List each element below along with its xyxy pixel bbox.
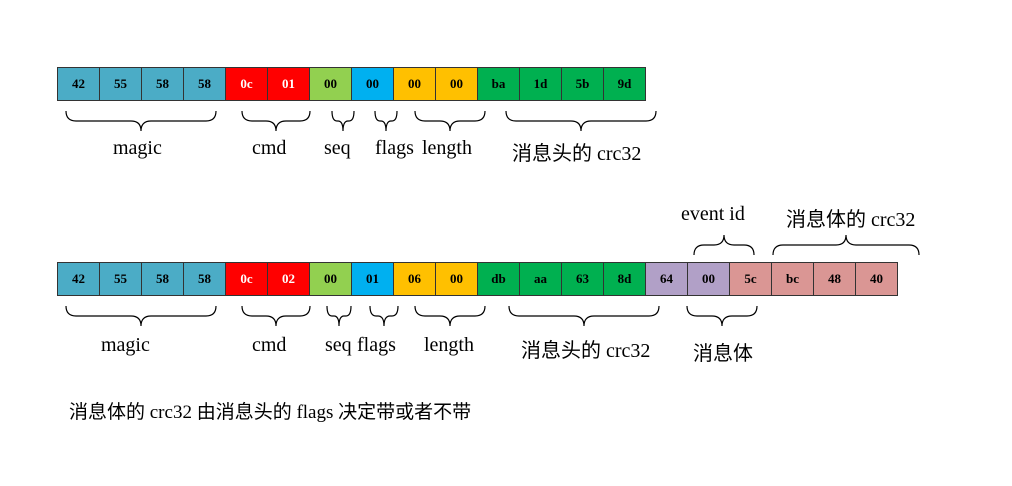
packet2-header-crc-byte: db xyxy=(477,262,520,296)
packet2-seq-brace xyxy=(326,305,352,327)
packet2-flags-label: flags xyxy=(357,334,396,356)
packet1-length-label: length xyxy=(422,137,472,159)
packet1-length-byte: 00 xyxy=(435,67,478,101)
packet2-body-crc-byte: bc xyxy=(771,262,814,296)
packet1-seq-byte: 00 xyxy=(309,67,352,101)
packet1-header-crc-byte: 5b xyxy=(561,67,604,101)
packet1-cmd-byte: 01 xyxy=(267,67,310,101)
packet1-seq-brace xyxy=(331,110,355,132)
packet2-seq-label: seq xyxy=(325,334,352,356)
footnote: 消息体的 crc32 由消息头的 flags 决定带或者不带 xyxy=(69,402,472,423)
packet1-header-crc-byte: 1d xyxy=(519,67,562,101)
packet2-magic-label: magic xyxy=(101,334,150,356)
packet2-cmd-brace xyxy=(241,305,311,327)
packet2-length-label: length xyxy=(424,334,474,356)
packet2-body-crc-brace xyxy=(772,234,920,256)
packet2-seq-byte: 00 xyxy=(309,262,352,296)
packet2-flags-brace xyxy=(369,305,399,327)
packet1-header-crc-label: 消息头的 crc32 xyxy=(512,143,642,165)
packet1-flags-byte: 00 xyxy=(351,67,394,101)
packet2-body-crc-byte: 5c xyxy=(729,262,772,296)
packet2-body-crc-byte: 48 xyxy=(813,262,856,296)
packet2-magic-byte: 58 xyxy=(141,262,184,296)
packet1-cmd-byte: 0c xyxy=(225,67,268,101)
packet1-length-brace xyxy=(414,110,486,132)
packet1-header-crc-byte: ba xyxy=(477,67,520,101)
packet1-magic-byte: 42 xyxy=(57,67,100,101)
packet2-event-id-label: event id xyxy=(681,203,745,225)
packet1-header-crc-brace xyxy=(505,110,657,132)
packet2-magic-byte: 42 xyxy=(57,262,100,296)
packet2-header-crc-byte: 8d xyxy=(603,262,646,296)
packet1-magic-brace xyxy=(65,110,217,132)
packet2-magic-byte: 58 xyxy=(183,262,226,296)
packet1-magic-byte: 55 xyxy=(99,67,142,101)
packet2-body-crc-byte: 40 xyxy=(855,262,898,296)
packet1-magic-label: magic xyxy=(113,137,162,159)
packet2-cmd-label: cmd xyxy=(252,334,287,356)
packet2-header-crc-byte: 63 xyxy=(561,262,604,296)
packet2-event-id-brace xyxy=(693,234,755,256)
packet2-body-brace xyxy=(686,305,758,327)
packet2-cmd-byte: 0c xyxy=(225,262,268,296)
packet1-byte-row: 42 55 58 58 0c 01 00 00 00 00 ba 1d 5b 9… xyxy=(57,67,646,101)
packet2-event-byte: 00 xyxy=(687,262,730,296)
packet2-header-crc-byte: aa xyxy=(519,262,562,296)
packet2-magic-brace xyxy=(65,305,217,327)
packet1-cmd-label: cmd xyxy=(252,137,287,159)
packet1-header-crc-byte: 9d xyxy=(603,67,646,101)
packet1-cmd-brace xyxy=(241,110,311,132)
packet2-flags-byte: 01 xyxy=(351,262,394,296)
packet2-header-crc-brace xyxy=(508,305,660,327)
packet1-flags-brace xyxy=(374,110,398,132)
packet2-length-byte: 00 xyxy=(435,262,478,296)
packet2-header-crc-label: 消息头的 crc32 xyxy=(521,340,651,362)
packet2-length-byte: 06 xyxy=(393,262,436,296)
packet2-magic-byte: 55 xyxy=(99,262,142,296)
packet1-magic-byte: 58 xyxy=(141,67,184,101)
packet2-cmd-byte: 02 xyxy=(267,262,310,296)
packet2-body-label: 消息体 xyxy=(693,343,753,365)
packet1-flags-label: flags xyxy=(375,137,414,159)
packet2-byte-row: 42 55 58 58 0c 02 00 01 06 00 db aa 63 8… xyxy=(57,262,898,296)
packet1-length-byte: 00 xyxy=(393,67,436,101)
packet2-event-byte: 64 xyxy=(645,262,688,296)
packet1-magic-byte: 58 xyxy=(183,67,226,101)
packet2-body-crc-label: 消息体的 crc32 xyxy=(786,209,916,231)
packet1-seq-label: seq xyxy=(324,137,351,159)
packet2-length-brace xyxy=(414,305,486,327)
